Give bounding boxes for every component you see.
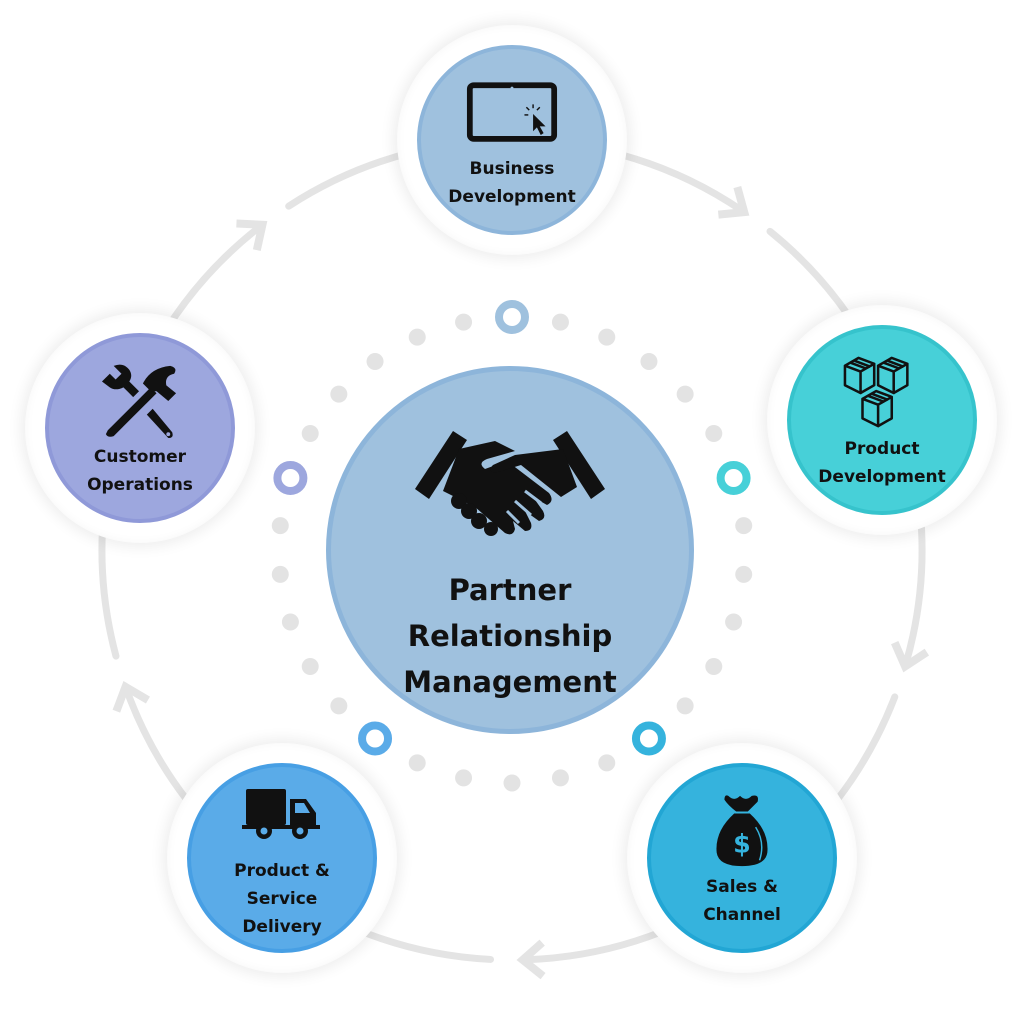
ring-dot [455,313,473,331]
node-label: Customer Operations [87,447,193,495]
ring-marker-product-development [716,460,751,495]
node-sales-channel[interactable]: $ Sales & Channel [627,743,857,973]
node-product-development-circle: Product Development [787,325,977,515]
node-business-development[interactable]: Business Development [397,25,627,255]
ring-dot [735,565,753,583]
ring-dot [598,328,616,346]
ring-dot [271,565,289,583]
ring-dot [705,658,723,675]
node-sales-channel-circle: $ Sales & Channel [647,763,837,953]
node-product-service-delivery[interactable]: Product & Service Delivery [167,743,397,973]
node-label: Sales & Channel [703,877,781,925]
node-label: Product & Service Delivery [234,861,330,937]
ring-dot [455,769,473,787]
ring-dot [366,352,384,370]
ring-dot [735,517,753,535]
ring-dot [408,754,426,772]
ring-dot [408,328,426,346]
ring-dot [281,613,299,631]
ring-dot [551,769,569,787]
ring-dot [725,613,743,631]
node-customer-operations-circle: Customer Operations [45,333,235,523]
handshake-icon [415,431,605,541]
node-business-development-circle: Business Development [417,45,607,235]
ring-marker-sales-channel [631,721,666,756]
flow-arrow-icon [112,681,150,713]
ring-dot [676,385,694,403]
ring-dot [503,774,521,792]
ring-dot [640,352,658,370]
flow-arrow-icon [717,185,750,219]
ring-dot [330,385,348,403]
node-label: Product Development [818,439,946,487]
flow-arrow-icon [891,641,930,673]
ring-dot [271,517,289,535]
node-product-development[interactable]: Product Development [767,305,997,535]
tablet-click-icon [464,75,560,151]
svg-text:$: $ [733,828,751,858]
flow-arrow-icon [516,939,546,980]
center-title: Partner Relationship Management [403,573,617,699]
ring-dot [301,658,319,675]
ring-dot [330,697,348,715]
money-bag-icon: $ [694,793,790,869]
ring-dot [676,697,694,715]
node-customer-operations[interactable]: Customer Operations [25,313,255,543]
flow-arrow-icon [236,219,268,251]
ring-marker-product-service-delivery [358,721,393,756]
center-hub: Partner Relationship Management [326,366,694,734]
delivery-truck-icon [234,777,330,853]
ring-marker-customer-operations [273,460,308,495]
boxes-icon [834,355,930,431]
ring-dot [705,425,723,442]
ring-marker-business-development [495,300,529,334]
ring-dot [551,313,569,331]
node-product-service-delivery-circle: Product & Service Delivery [187,763,377,953]
ring-dot [301,425,319,442]
inner-dot-ring [271,300,753,792]
tools-icon [92,363,188,439]
node-label: Business Development [448,159,576,207]
ring-dot [598,754,616,772]
cycle-arrows [112,185,930,980]
